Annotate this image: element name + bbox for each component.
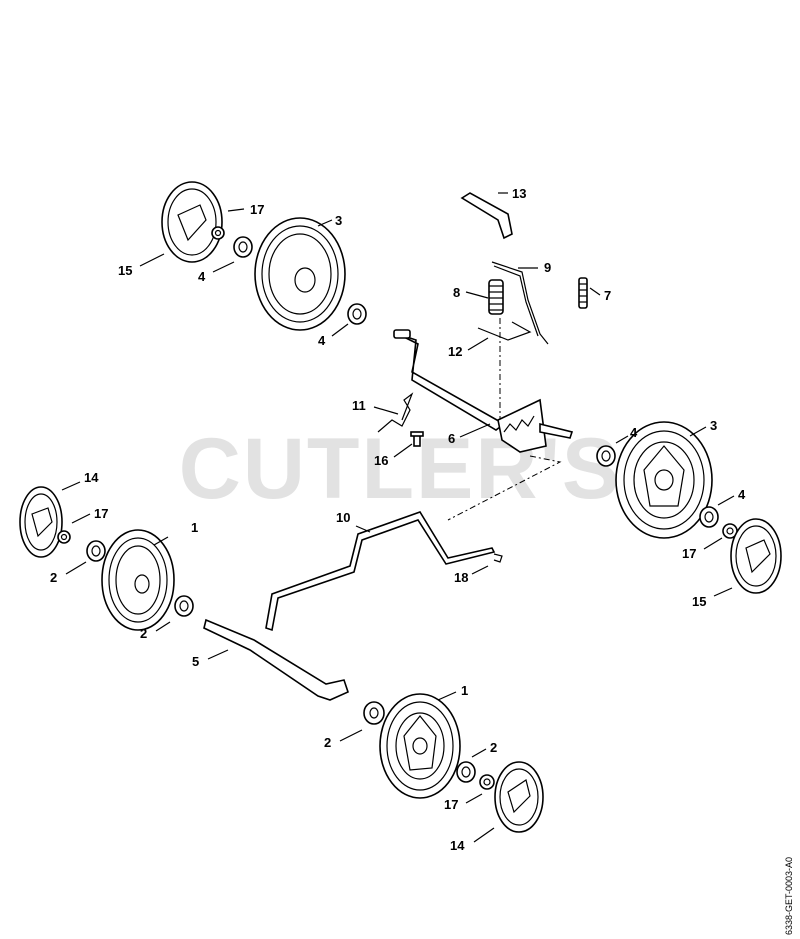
callout-3-top-left: 3 xyxy=(335,213,342,228)
callout-13: 13 xyxy=(512,186,526,201)
clip-18[interactable] xyxy=(493,553,503,563)
callout-7: 7 xyxy=(604,288,611,303)
callout-10: 10 xyxy=(336,510,350,525)
callout-3-right: 3 xyxy=(710,418,717,433)
callout-16: 16 xyxy=(374,453,388,468)
callout-2-left-inner: 2 xyxy=(140,626,147,641)
callout-8: 8 xyxy=(453,285,460,300)
lever-handle-13[interactable] xyxy=(460,192,513,240)
callout-17-top-left: 17 xyxy=(250,202,264,217)
bearing-2-bottom-outer[interactable] xyxy=(456,761,476,783)
callout-2-bottom-outer: 2 xyxy=(490,740,497,755)
tension-spring-7[interactable] xyxy=(578,277,588,309)
tension-spring-8[interactable] xyxy=(488,279,504,315)
callout-4-right-outer: 4 xyxy=(738,487,746,502)
bearing-4-top-left-outer[interactable] xyxy=(233,236,253,258)
callout-1-left: 1 xyxy=(191,520,198,535)
callout-2-bottom-inner: 2 xyxy=(324,735,331,750)
callout-1-bottom: 1 xyxy=(461,683,468,698)
bearing-2-left-inner[interactable] xyxy=(174,595,194,617)
callout-4-top-left-outer: 4 xyxy=(198,269,206,284)
callout-17-right: 17 xyxy=(682,546,696,561)
hubcap-15-right[interactable] xyxy=(730,518,782,594)
callout-11: 11 xyxy=(352,398,366,413)
wheel-3-top-left[interactable] xyxy=(254,217,346,331)
hubcap-14-bottom[interactable] xyxy=(494,761,544,833)
bearing-2-bottom-inner[interactable] xyxy=(363,701,385,725)
front-axle-5[interactable] xyxy=(203,618,349,701)
hubcap-15-top-left[interactable] xyxy=(161,181,223,263)
callout-2-left-outer: 2 xyxy=(50,570,57,585)
callout-17-left: 17 xyxy=(94,506,108,521)
nut-17-left[interactable] xyxy=(57,530,71,544)
callout-5: 5 xyxy=(192,654,199,669)
callout-4-top-left-inner: 4 xyxy=(318,333,326,348)
drawing-code: 6338-GET-0003-A0 xyxy=(784,845,796,935)
nut-17-bottom[interactable] xyxy=(479,774,495,790)
wheel-1-bottom[interactable] xyxy=(379,693,461,799)
nut-17-top-left[interactable] xyxy=(211,226,225,240)
callout-14-left: 14 xyxy=(84,470,99,485)
callout-17-bottom: 17 xyxy=(444,797,458,812)
spring-wire-9[interactable] xyxy=(491,261,549,345)
wire-clip-11[interactable] xyxy=(377,392,414,433)
drawing-code-text: 6338-GET-0003-A0 xyxy=(784,856,794,935)
bearing-2-left-outer[interactable] xyxy=(86,540,106,562)
bearing-4-right-outer[interactable] xyxy=(699,506,719,528)
bearing-4-top-left-inner[interactable] xyxy=(347,303,367,325)
callout-14-bottom: 14 xyxy=(450,838,465,853)
wheel-1-left[interactable] xyxy=(101,529,175,631)
callout-6: 6 xyxy=(448,431,455,446)
hubcap-14-left[interactable] xyxy=(19,486,63,558)
callout-12: 12 xyxy=(448,344,462,359)
adjusting-rod-10[interactable] xyxy=(265,511,496,632)
callout-9: 9 xyxy=(544,260,551,275)
callout-18: 18 xyxy=(454,570,468,585)
callout-4-right-inner: 4 xyxy=(630,425,638,440)
screw-16[interactable] xyxy=(410,431,424,447)
bearing-4-right-inner[interactable] xyxy=(596,445,616,467)
height-adjust-segment-6[interactable] xyxy=(497,398,574,453)
wheel-3-right[interactable] xyxy=(615,421,713,539)
callout-15-right: 15 xyxy=(692,594,706,609)
callout-15-top-left: 15 xyxy=(118,263,132,278)
spring-clip-12[interactable] xyxy=(477,321,532,341)
leader-lines xyxy=(61,192,735,843)
